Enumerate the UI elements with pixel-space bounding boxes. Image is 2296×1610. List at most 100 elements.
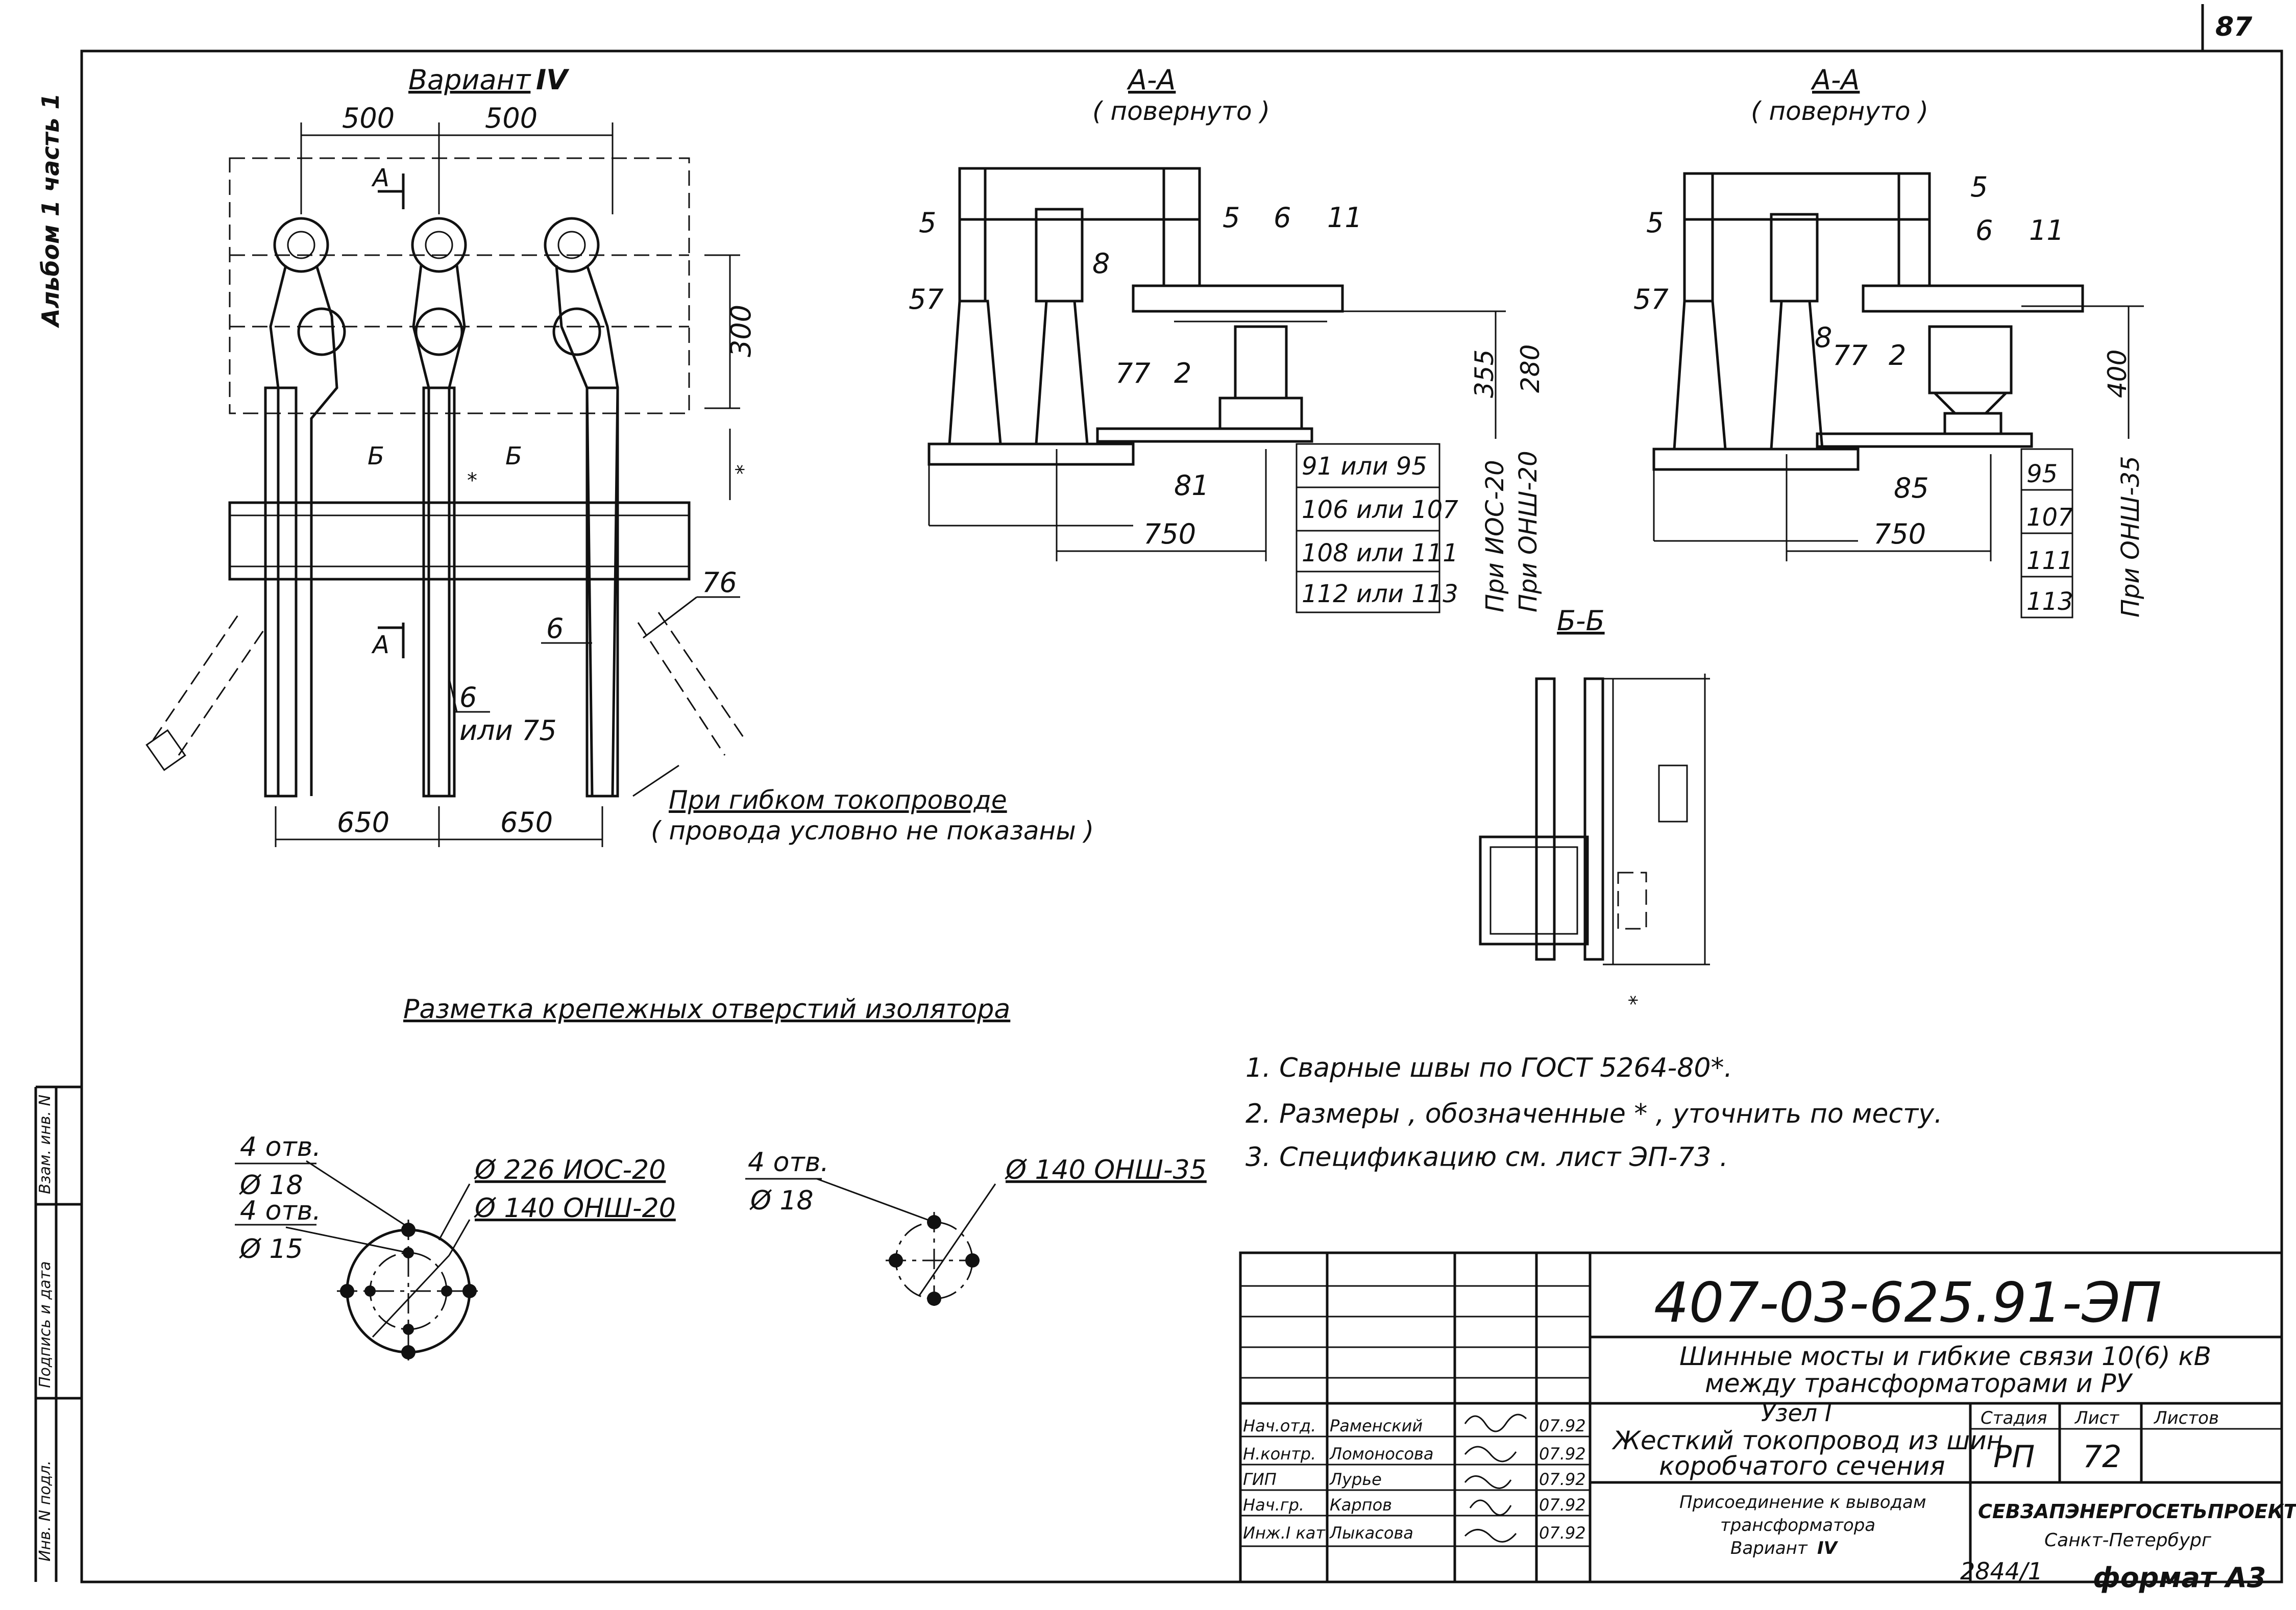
section-aa-2: А-А ( повернуто ) 5 57 8 5 6 11 77 2 85 … <box>1633 64 2145 618</box>
stage-value: РП <box>1993 1439 2035 1475</box>
dim-500-right: 500 <box>485 102 538 134</box>
signature-0 <box>1464 1414 1527 1432</box>
aa2-tbl-2: 111 <box>2026 547 2073 575</box>
bb-star: * <box>1625 995 1649 1005</box>
stamp-sign-date: Подпись и дата <box>36 1261 54 1389</box>
bb-title: Б-Б <box>1557 605 1605 637</box>
aa1-tbl-1: 106 или 107 <box>1302 496 1458 524</box>
variant-roman: IV <box>536 64 570 96</box>
signer-4-name: Лыкасова <box>1329 1523 1413 1543</box>
title-block: 407-03-625.91-ЭП Шинные мосты и гибкие с… <box>1239 1251 2296 1583</box>
aa2-cl-6: 6 <box>1975 214 1993 246</box>
signature-2 <box>1464 1475 1512 1489</box>
aa1-cl-8: 8 <box>1092 247 1110 280</box>
aa1-tbl-0: 91 или 95 <box>1302 452 1427 481</box>
signature-1 <box>1464 1446 1517 1463</box>
aa1-cl-11: 11 <box>1327 202 1362 234</box>
aa2-cl-85: 85 <box>1894 472 1929 504</box>
section-aa-1: А-А ( повернуто ) 5 57 8 5 6 11 77 2 81 <box>909 64 1545 613</box>
signature-3 <box>1469 1499 1512 1516</box>
aa1-cl-5b: 5 <box>1223 202 1240 234</box>
sheet-value: 72 <box>2083 1439 2121 1475</box>
aa1-cl-81: 81 <box>1174 469 1209 502</box>
page-number: 87 <box>2215 12 2253 42</box>
signer-1-date: 07.92 <box>1539 1444 1586 1464</box>
project-line-1: Шинные мосты и гибкие связи 10(6) кВ <box>1679 1342 2211 1371</box>
aa1-cl-5a: 5 <box>919 207 936 239</box>
signer-4-date: 07.92 <box>1539 1523 1586 1543</box>
stamp-inv-orig: Инв. N подл. <box>36 1460 54 1562</box>
right-dia: Ø 18 <box>749 1185 814 1216</box>
sheet-frame <box>80 49 2283 1583</box>
aa1-cl-77: 77 <box>1115 357 1151 389</box>
dim-500-left: 500 <box>342 102 395 134</box>
dim-star-mid: * <box>467 469 477 492</box>
aa1-cl-6: 6 <box>1274 202 1291 234</box>
aa2-side-1: При ОНШ-35 <box>2116 456 2145 617</box>
general-notes: 1. Сварные швы по ГОСТ 5264-80*. 2. Разм… <box>1245 1053 1943 1173</box>
left-callout-1: Ø 226 ИОС-20 <box>474 1155 666 1185</box>
aa1-cl-57: 57 <box>909 283 944 315</box>
aa1-title: А-А <box>1127 64 1176 96</box>
aa2-subtitle: ( повернуто ) <box>1751 96 1928 126</box>
section-b-right: Б <box>505 442 522 470</box>
section-a-top: А <box>371 164 389 192</box>
right-callout: Ø 140 ОНШ-35 <box>1005 1155 1207 1185</box>
stamp-inv-dup: Взам. инв. N <box>36 1095 54 1194</box>
node-1: Узел I <box>1761 1399 1831 1427</box>
flex-note-1: При гибком токопроводе <box>669 785 1007 815</box>
left-holes-1: 4 отв. <box>240 1132 321 1162</box>
section-a-bottom: А <box>371 631 389 659</box>
node-3: коробчатого сечения <box>1659 1451 1945 1481</box>
aa2-cl-8: 8 <box>1815 321 1832 354</box>
signer-2-role: ГИП <box>1243 1470 1277 1489</box>
stage-header: Стадия <box>1981 1408 2047 1428</box>
aa2-dim-750: 750 <box>1873 518 1926 550</box>
aa2-cl-5a: 5 <box>1646 207 1664 239</box>
signature-4 <box>1464 1529 1517 1543</box>
project-line-2: между трансформаторами и РУ <box>1705 1369 2133 1398</box>
flex-note-2: ( провода условно не показаны ) <box>651 816 1094 846</box>
signer-3-name: Карпов <box>1330 1495 1392 1515</box>
note-2: 2. Размеры , обозначенные * , уточнить п… <box>1245 1099 1943 1129</box>
drawing-3-roman: IV <box>1817 1538 1839 1558</box>
aa1-tbl-2: 108 или 111 <box>1302 539 1458 567</box>
hole-marking: Разметка крепежных отверстий изолятора 4… <box>235 994 1207 1363</box>
note-1: 1. Сварные швы по ГОСТ 5264-80*. <box>1245 1053 1732 1083</box>
format-label: формат А3 <box>2093 1562 2266 1594</box>
label-6-b: 6 <box>459 681 477 713</box>
aa2-dim-400: 400 <box>2103 350 2132 398</box>
bushing-right <box>544 217 619 797</box>
aa2-cl-11: 11 <box>2029 214 2064 246</box>
signer-4-role: Инж.I кат. <box>1243 1523 1330 1543</box>
signer-0-name: Раменский <box>1330 1416 1423 1435</box>
dim-650-right: 650 <box>500 806 553 838</box>
handwritten-number: 2844/1 <box>1960 1557 2043 1585</box>
label-6: 6 <box>546 612 564 645</box>
org-2: Санкт-Петербург <box>2044 1530 2212 1551</box>
right-holes: 4 отв. <box>748 1147 829 1178</box>
signer-1-name: Ломоносова <box>1329 1444 1434 1464</box>
drawing-3: Вариант <box>1730 1538 1808 1558</box>
signer-2-date: 07.92 <box>1539 1470 1586 1489</box>
aa2-tbl-0: 95 <box>2026 460 2058 488</box>
aa1-side-2: При ОНШ-20 <box>1514 451 1543 612</box>
aa1-side-1: При ИОС-20 <box>1481 460 1509 612</box>
signer-1-role: Н.контр. <box>1243 1444 1316 1464</box>
aa1-cl-2: 2 <box>1174 357 1191 389</box>
aa2-tbl-3: 113 <box>2026 587 2073 616</box>
aa1-dim-280: 280 <box>1516 344 1545 393</box>
signer-2-name: Лурье <box>1329 1470 1382 1489</box>
section-b-left: Б <box>368 442 384 470</box>
variant-iv-view: Вариант IV 500 500 300 * <box>145 64 1094 847</box>
aa1-dim-750: 750 <box>1143 518 1196 550</box>
left-dia-1: Ø 18 <box>239 1170 303 1201</box>
section-bb: Б-Б * <box>1479 605 1710 1005</box>
aa1-subtitle: ( повернуто ) <box>1092 96 1270 126</box>
dim-star: * <box>732 464 755 475</box>
bushing-center <box>411 217 467 796</box>
aa2-cl-77: 77 <box>1833 339 1868 371</box>
note-3: 3. Спецификацию см. лист ЭП-73 . <box>1245 1142 1728 1173</box>
node-2: Жесткий токопровод из шин <box>1611 1426 2003 1455</box>
